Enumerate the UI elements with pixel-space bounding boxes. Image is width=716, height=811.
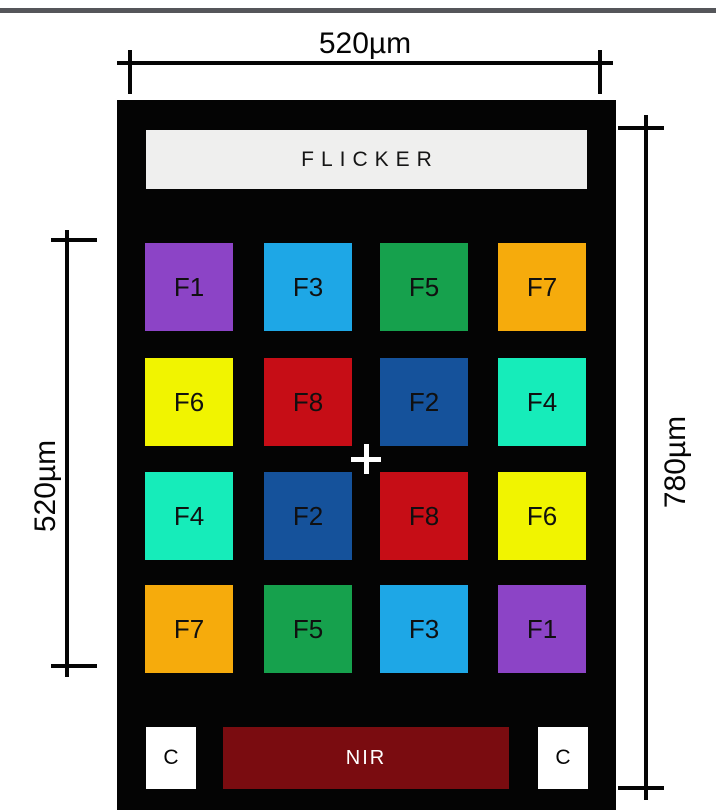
filter-cell-f7-r4c1: F7 xyxy=(145,585,233,673)
dim-left-tick-top xyxy=(51,238,97,242)
filter-cell-f8-r2c2: F8 xyxy=(264,358,352,446)
dim-left-tick-bottom xyxy=(51,664,97,668)
dim-right-label: 780µm xyxy=(659,415,692,509)
filter-cell-f6-r2c1: F6 xyxy=(145,358,233,446)
filter-cell-f7-r1c4: F7 xyxy=(498,243,586,331)
filter-cell-f1-r4c4: F1 xyxy=(498,585,586,673)
filter-cell-f2-r2c3: F2 xyxy=(380,358,468,446)
dim-top-line xyxy=(117,61,613,65)
filter-cell-f3-r4c3: F3 xyxy=(380,585,468,673)
contact-pad-right: C xyxy=(538,727,588,789)
filter-cell-f1-r1c1: F1 xyxy=(145,243,233,331)
dim-right-line xyxy=(644,115,648,800)
filter-cell-f2-r3c2: F2 xyxy=(264,472,352,560)
filter-cell-f5-r4c2: F5 xyxy=(264,585,352,673)
dim-right-tick-top xyxy=(618,126,664,130)
filter-cell-f4-r2c4: F4 xyxy=(498,358,586,446)
filter-cell-f4-r3c1: F4 xyxy=(145,472,233,560)
dim-top-tick-right xyxy=(598,50,602,94)
dim-left-label: 520µm xyxy=(29,439,62,533)
filter-cell-f8-r3c3: F8 xyxy=(380,472,468,560)
filter-cell-f5-r1c3: F5 xyxy=(380,243,468,331)
dim-top-label: 520µm xyxy=(318,27,412,60)
top-divider-rule xyxy=(0,8,716,13)
center-cross-icon xyxy=(348,441,384,477)
nir-region: NIR xyxy=(223,727,509,789)
filter-cell-f3-r1c2: F3 xyxy=(264,243,352,331)
flicker-region: FLICKER xyxy=(146,130,587,189)
filter-cell-f6-r3c4: F6 xyxy=(498,472,586,560)
dim-top-tick-left xyxy=(128,50,132,94)
dim-left-line xyxy=(65,230,69,677)
contact-pad-left: C xyxy=(146,727,196,789)
dim-right-tick-bottom xyxy=(618,786,664,790)
